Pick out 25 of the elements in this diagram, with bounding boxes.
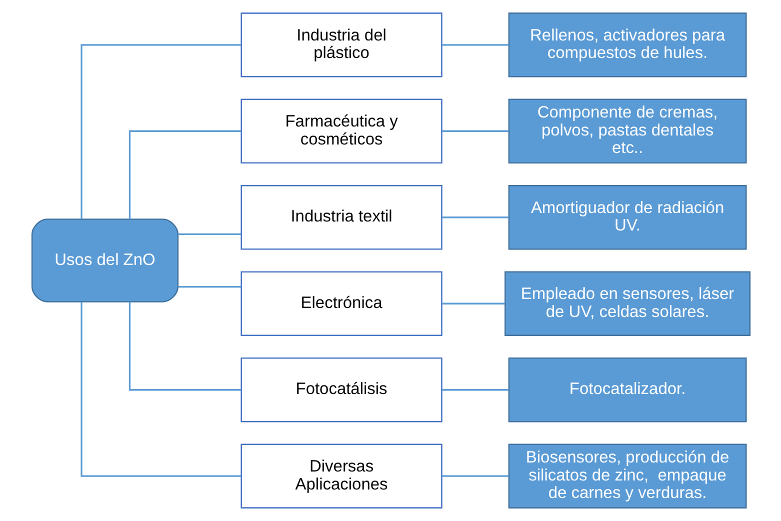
connector bbox=[128, 130, 241, 220]
node-box: Industria del plástico bbox=[240, 12, 442, 78]
node-box: Fotocatalizador. bbox=[508, 358, 746, 422]
node-box: Biosensores, producción de silicatos de zinc, empaque de carnes y verduras. bbox=[508, 444, 746, 508]
connector bbox=[80, 44, 240, 219]
connector bbox=[441, 475, 508, 477]
connector bbox=[441, 216, 508, 218]
connector bbox=[441, 44, 508, 46]
connector bbox=[128, 302, 241, 391]
connector bbox=[178, 286, 241, 288]
connector bbox=[178, 233, 241, 235]
connector bbox=[80, 302, 240, 477]
connector bbox=[441, 389, 508, 391]
node-box: Farmacéutica y cosméticos bbox=[240, 98, 442, 164]
connector bbox=[441, 130, 508, 132]
node-box: Electrónica bbox=[240, 271, 442, 336]
node-box: Industria textil bbox=[240, 185, 442, 250]
node-box: Diversas Aplicaciones bbox=[240, 444, 442, 508]
node-box: Rellenos, activadores para compuestos de hules. bbox=[508, 12, 746, 78]
node-box: Usos del ZnO bbox=[30, 218, 178, 302]
node-box: Empleado en sensores, láser de UV, celdas solares. bbox=[504, 271, 750, 336]
node-box: Fotocatálisis bbox=[240, 358, 442, 422]
node-box: Componente de cremas, polvos, pastas dentales etc.. bbox=[508, 98, 746, 164]
node-box: Amortiguador de radiación UV. bbox=[508, 185, 746, 250]
connector bbox=[441, 302, 504, 304]
